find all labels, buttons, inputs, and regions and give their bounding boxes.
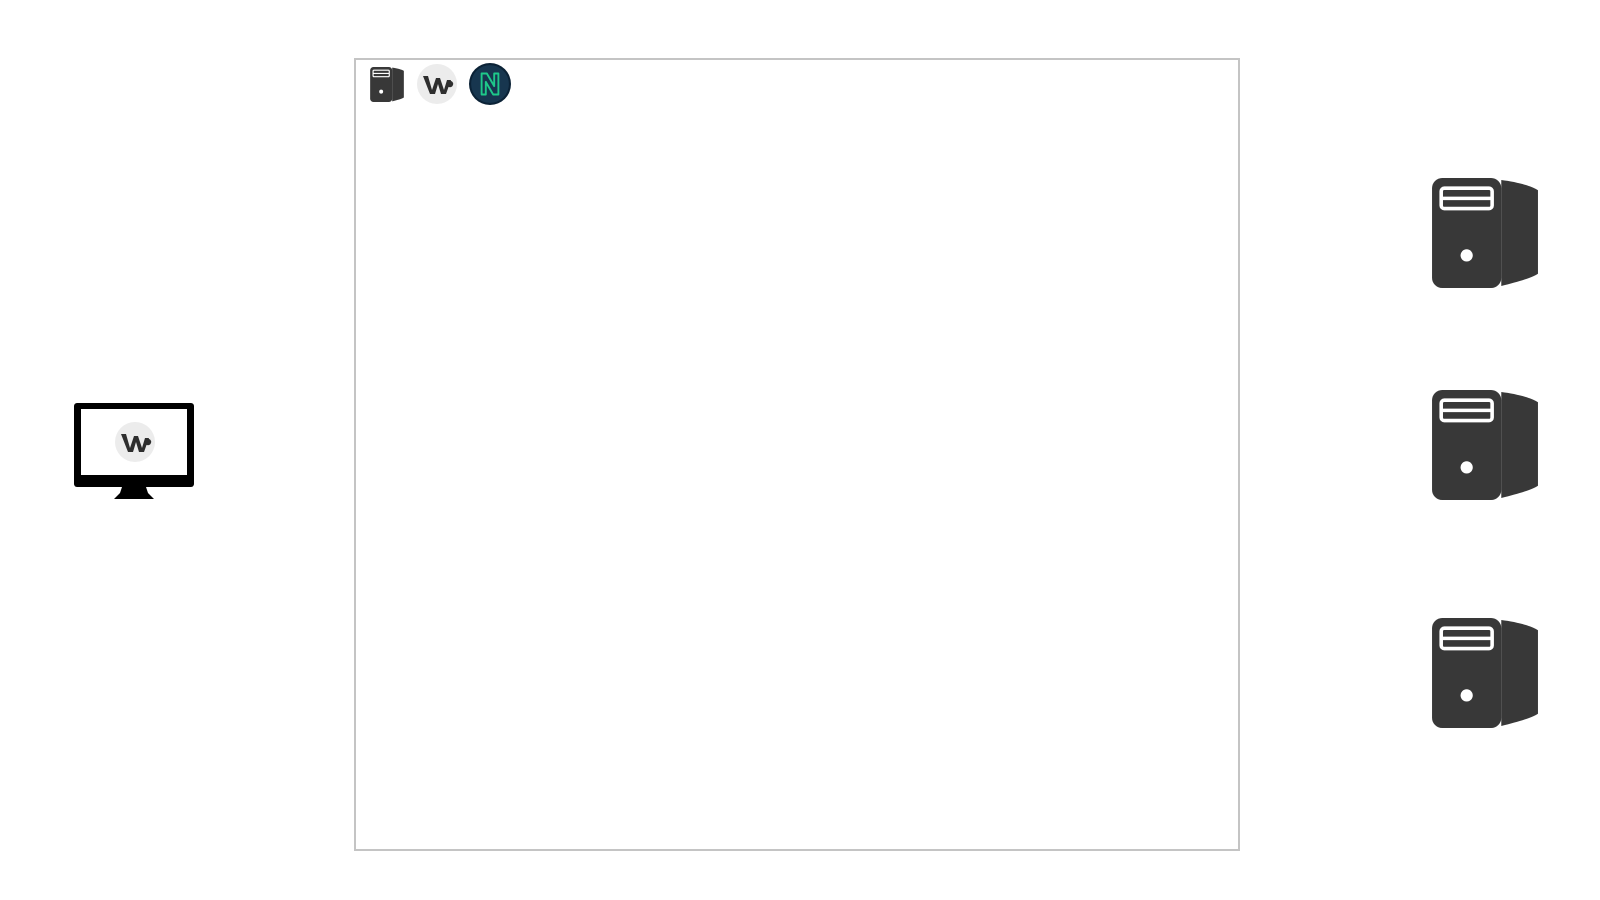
n-logo-icon — [469, 63, 511, 105]
server-tower-icon — [1432, 178, 1538, 288]
system-frame — [354, 58, 1240, 851]
frame-badges — [370, 63, 511, 105]
server-tower-icon — [1432, 618, 1538, 728]
monitor-stand — [114, 487, 154, 499]
desktop-monitor-icon — [74, 403, 194, 499]
server-tower-icon — [370, 67, 404, 102]
server-group — [1432, 178, 1538, 728]
server-tower-icon — [1432, 390, 1538, 500]
w-logo-icon — [417, 64, 457, 104]
w-logo-icon — [115, 422, 155, 462]
